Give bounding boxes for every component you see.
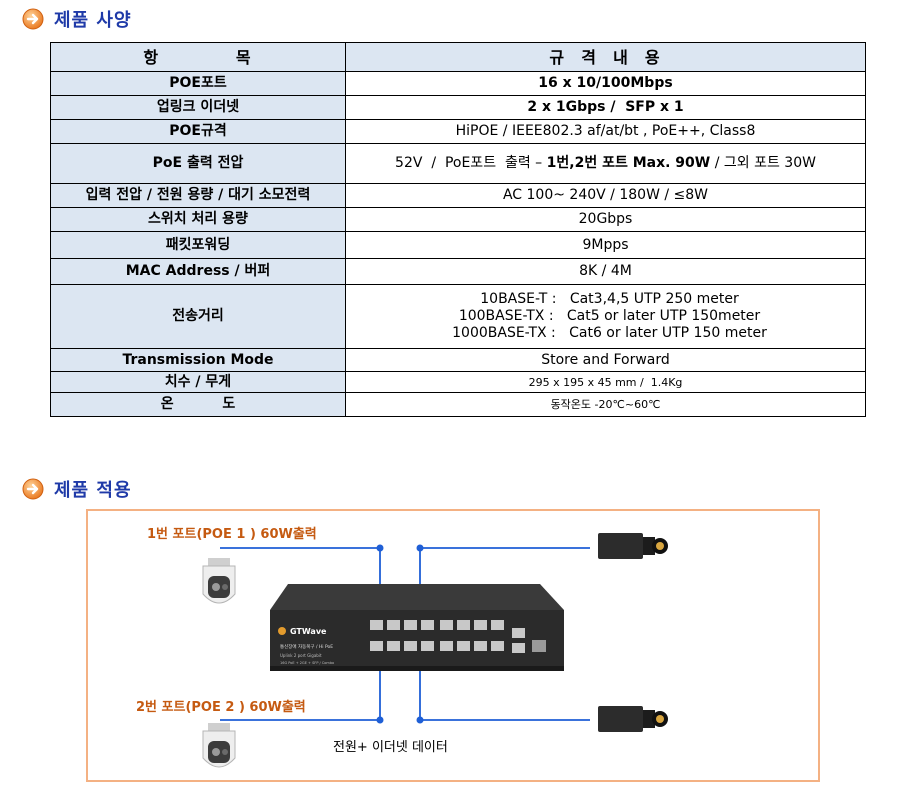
row-value: 16 x 10/100Mbps	[345, 71, 866, 96]
row-label: MAC Address / 버퍼	[50, 258, 346, 285]
row-label: Transmission Mode	[50, 348, 346, 372]
arrow-circle-icon	[22, 8, 44, 30]
application-section-title: 제품 적용	[22, 476, 132, 502]
row-value: 20Gbps	[345, 207, 866, 232]
box-camera-icon	[598, 533, 668, 559]
table-row: PoE 출력 전압 52V / PoE포트 출력 – 1번,2번 포트 Max.…	[50, 143, 866, 184]
row-label: 패킷포워딩	[50, 231, 346, 259]
ptz-camera-icon	[202, 723, 236, 768]
table-row: 온 도 동작온도 -20℃~60℃	[50, 392, 866, 417]
spec-section-title: 제품 사양	[22, 6, 132, 32]
ptz-camera-icon	[202, 558, 236, 604]
spec-title-text: 제품 사양	[54, 10, 132, 31]
value-part: / 그외 포트 30W	[710, 155, 816, 171]
port2-label: 2번 포트(POE 2 ) 60W출력	[136, 700, 306, 715]
row-value: 52V / PoE포트 출력 – 1번,2번 포트 Max. 90W / 그외 …	[345, 143, 866, 184]
value-part: 52V / PoE포트 출력 –	[395, 155, 547, 171]
row-label: PoE 출력 전압	[50, 143, 346, 184]
header-item: 항 목	[50, 42, 346, 72]
row-value: Store and Forward	[345, 348, 866, 372]
switch-brand: GTWave	[290, 627, 327, 636]
switch-text-3: 16G PoE + 2GE + SFP / Combo	[280, 661, 334, 665]
row-value: AC 100~ 240V / 180W / ≤8W	[345, 183, 866, 208]
distance-line: 1000BASE-TX : Cat6 or later UTP 150 mete…	[452, 325, 767, 341]
value-part-bold: 1번,2번 포트 Max. 90W	[546, 155, 711, 171]
row-value: 9Mpps	[345, 231, 866, 259]
table-row: Transmission Mode Store and Forward	[50, 348, 866, 372]
row-label: 업링크 이더넷	[50, 95, 346, 120]
row-label: 입력 전압 / 전원 용량 / 대기 소모전력	[50, 183, 346, 208]
port1-label: 1번 포트(POE 1 ) 60W출력	[147, 527, 317, 542]
switch-text-1: 통신장애 자동복구 / Hi PoE	[280, 643, 333, 650]
table-row: POE포트 16 x 10/100Mbps	[50, 71, 866, 96]
box-camera-icon	[598, 706, 668, 732]
table-row: 입력 전압 / 전원 용량 / 대기 소모전력 AC 100~ 240V / 1…	[50, 183, 866, 208]
poe-switch-icon	[270, 584, 564, 671]
row-value-multiline: 10BASE-T : Cat3,4,5 UTP 250 meter 100BAS…	[345, 284, 866, 349]
header-spec: 규 격 내 용	[345, 42, 866, 72]
distance-line: 10BASE-T : Cat3,4,5 UTP 250 meter	[480, 291, 739, 307]
row-label: 전송거리	[50, 284, 346, 349]
row-label: 온 도	[50, 392, 346, 417]
switch-text-2: Uplink 2 port Gigabit	[280, 653, 322, 658]
application-diagram	[86, 509, 820, 782]
table-row: 전송거리 10BASE-T : Cat3,4,5 UTP 250 meter 1…	[50, 284, 866, 349]
row-value: 295 x 195 x 45 mm / 1.4Kg	[345, 371, 866, 393]
distance-line: 100BASE-TX : Cat5 or later UTP 150meter	[458, 308, 761, 324]
table-row: MAC Address / 버퍼 8K / 4M	[50, 258, 866, 285]
row-value: 동작온도 -20℃~60℃	[345, 392, 866, 417]
table-row: 업링크 이더넷 2 x 1Gbps / SFP x 1	[50, 95, 866, 120]
row-label: 스위치 처리 용량	[50, 207, 346, 232]
arrow-circle-icon	[22, 478, 44, 500]
table-row: 패킷포워딩 9Mpps	[50, 231, 866, 259]
table-row: 스위치 처리 용량 20Gbps	[50, 207, 866, 232]
power-data-label: 전원+ 이더넷 데이터	[333, 740, 448, 755]
row-label: POE포트	[50, 71, 346, 96]
row-value: 2 x 1Gbps / SFP x 1	[345, 95, 866, 120]
table-header-row: 항 목 규 격 내 용	[50, 42, 866, 72]
row-value: 8K / 4M	[345, 258, 866, 285]
application-title-text: 제품 적용	[54, 480, 132, 501]
spec-table: 항 목 규 격 내 용 POE포트 16 x 10/100Mbps 업링크 이더…	[50, 42, 866, 417]
